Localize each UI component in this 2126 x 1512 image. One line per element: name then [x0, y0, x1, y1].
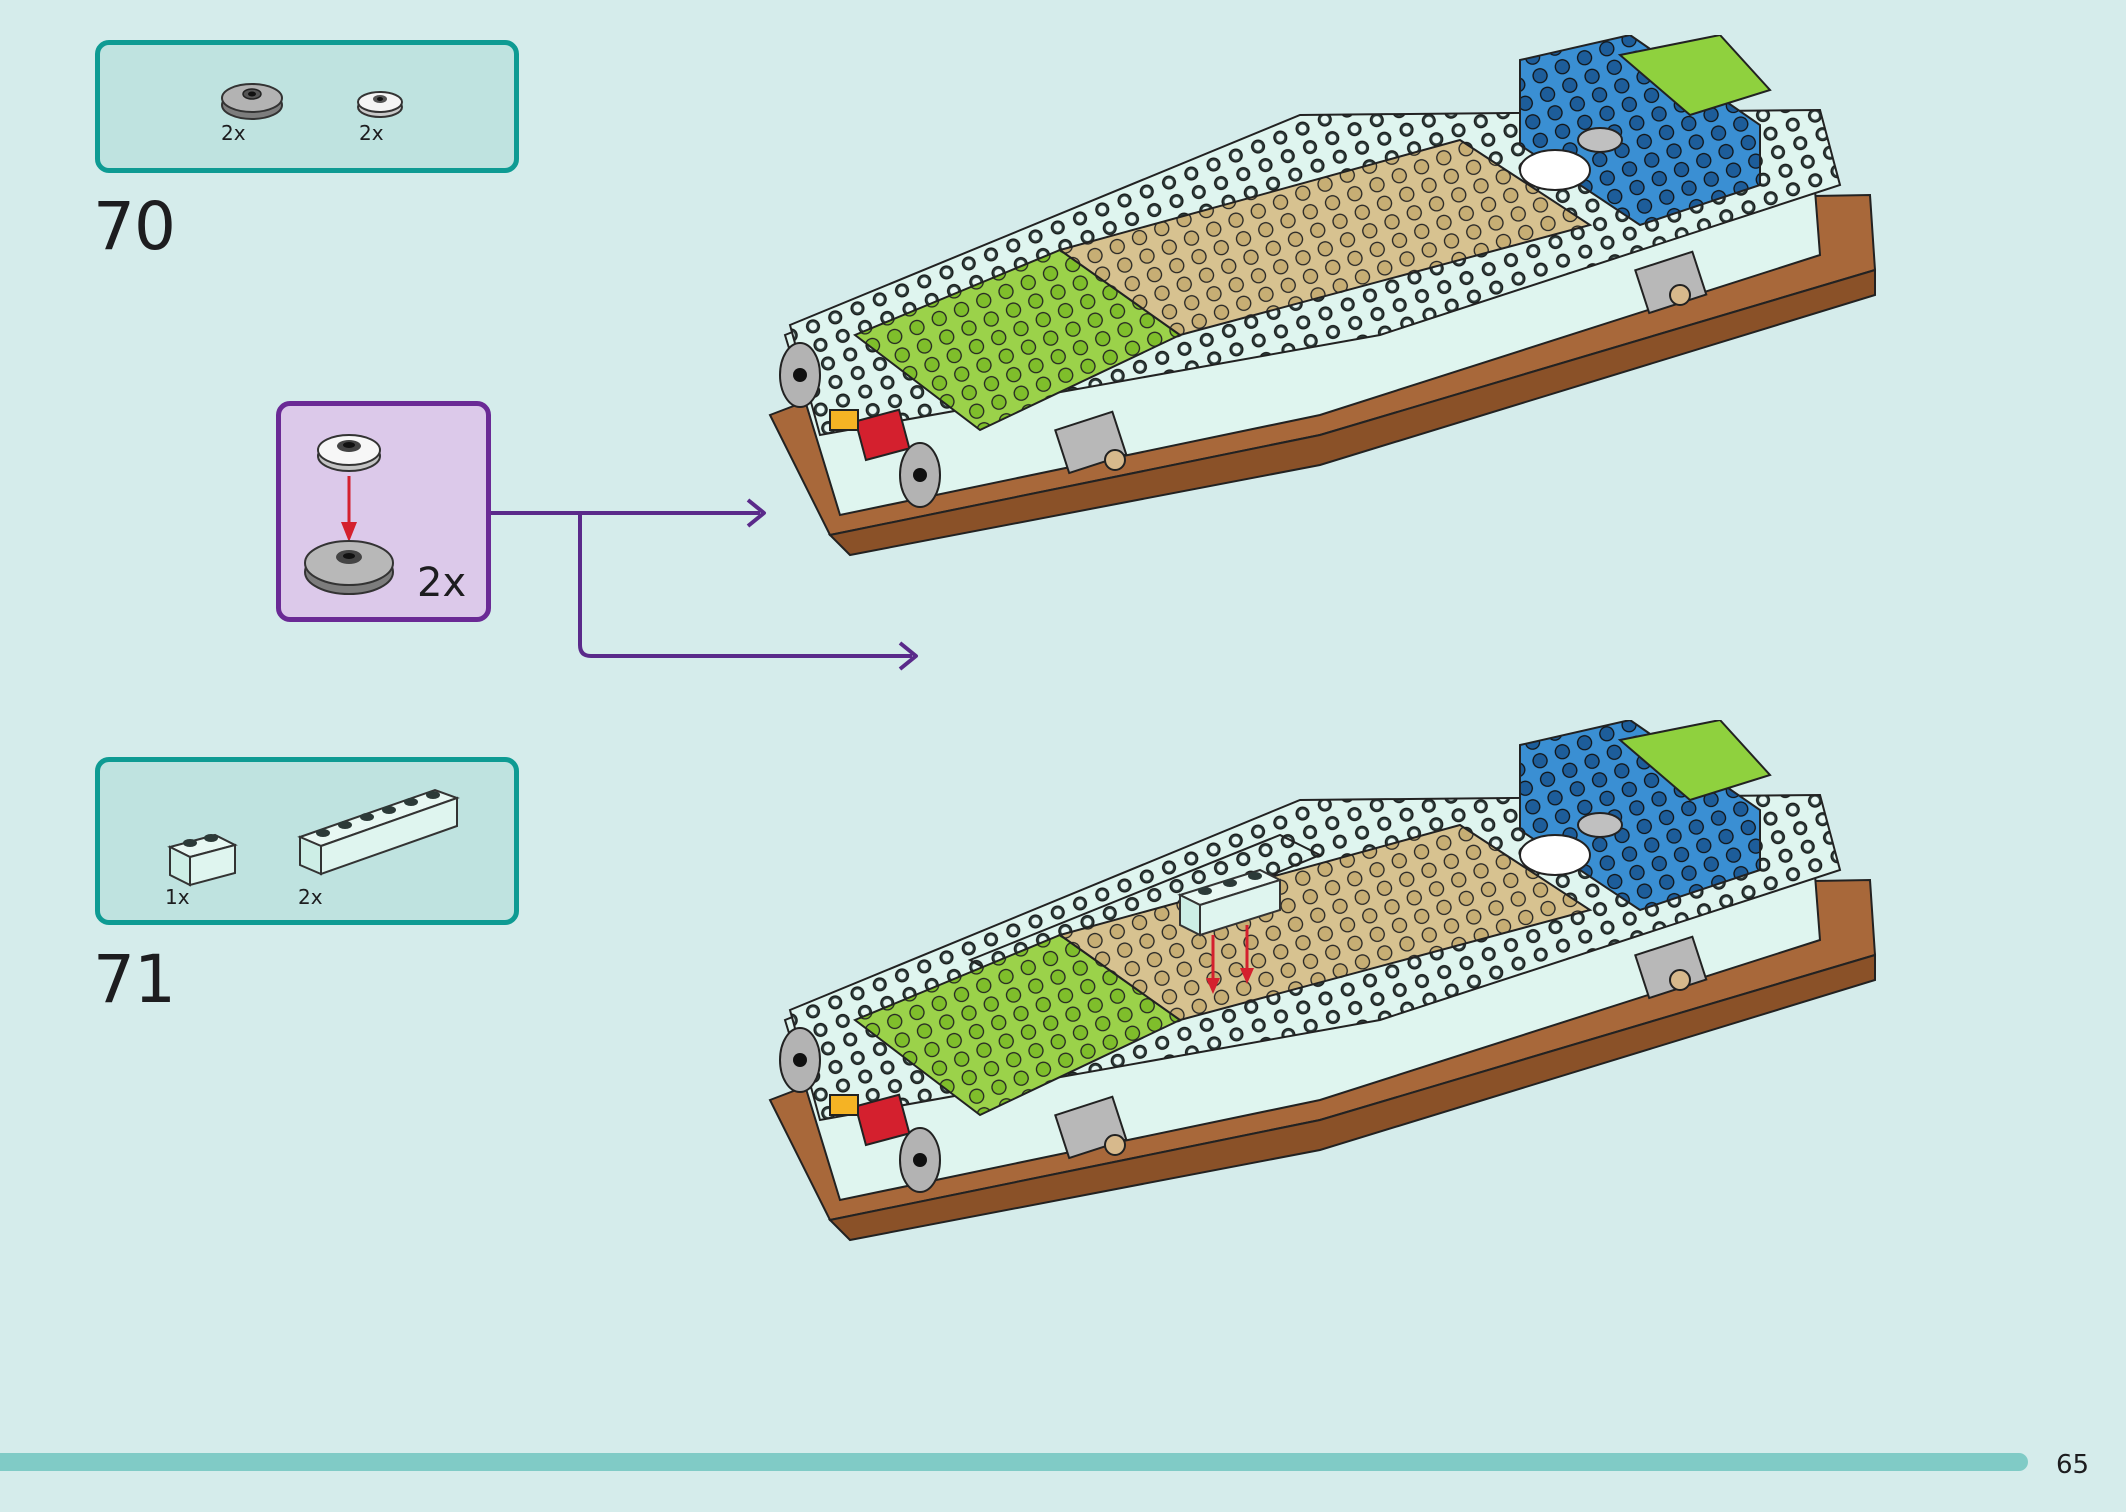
step-70-parts-box: 2x 2x — [95, 40, 519, 173]
step-number-70: 70 — [93, 188, 176, 265]
new-brick-1x2 — [1177, 868, 1283, 937]
part-qty: 2x — [221, 121, 246, 145]
round-plate-1x1-white-icon — [357, 91, 403, 118]
sub-assembly-qty: 2x — [417, 560, 467, 606]
arrow-down-icon — [341, 476, 357, 542]
step-71-parts-box: 1x 2x — [95, 757, 519, 925]
round-plate-gray-icon — [304, 540, 394, 595]
round-plate-white-icon — [317, 434, 381, 472]
brick-1x6-mint-icon — [297, 788, 460, 876]
part-qty: 2x — [359, 121, 384, 145]
vehicle-model-step-71 — [768, 720, 1877, 1242]
connector-arrow-lower — [578, 513, 912, 658]
round-plate-2x2-gray-icon — [221, 83, 283, 120]
vehicle-model-step-70 — [768, 35, 1877, 557]
page-number: 65 — [2056, 1450, 2090, 1480]
step-number-71: 71 — [93, 941, 176, 1018]
part-qty: 1x — [165, 885, 190, 909]
sub-assembly-box: 2x — [276, 401, 491, 622]
progress-bar — [0, 1453, 2028, 1471]
part-qty: 2x — [298, 885, 323, 909]
brick-1x2-mint-icon — [167, 833, 238, 887]
